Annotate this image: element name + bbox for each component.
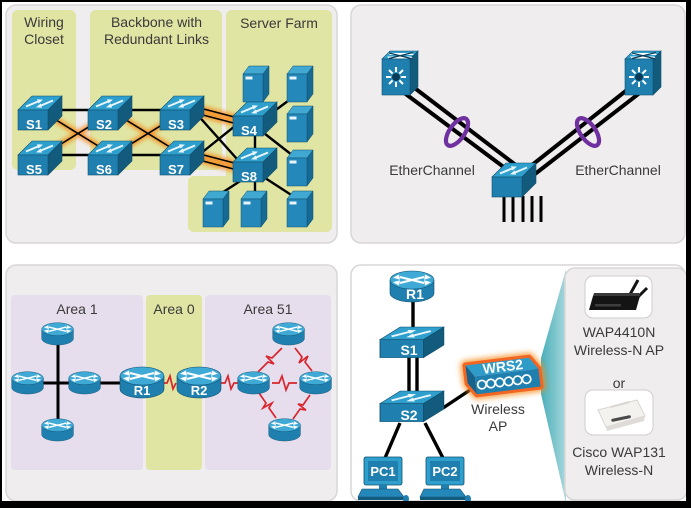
area1-router-center: [68, 371, 102, 395]
etherchannel-ring-right-icon: [574, 116, 602, 148]
area0-label: Area 0: [153, 301, 195, 317]
switch-s2-label: S2: [400, 407, 417, 423]
callout-option1-name: WAP4410N: [582, 324, 656, 340]
switch-s4-label: S4: [241, 123, 258, 138]
switch-s7-label: S7: [168, 162, 184, 177]
area51-router-bottom: [268, 418, 302, 442]
switch-s1-label: S1: [26, 117, 42, 132]
serial-r1-r2: [164, 373, 177, 392]
callout-option2-desc: Wireless-N: [584, 462, 654, 478]
router-r2-label: R2: [191, 383, 208, 398]
pc1-label: PC1: [370, 464, 395, 479]
area51-label: Area 51: [243, 301, 293, 317]
switch-s1-label: S1: [400, 342, 417, 358]
callout-separator: or: [612, 375, 626, 391]
wireless-ap-caption: Wireless AP: [471, 401, 525, 434]
wap131-photo: [584, 389, 654, 436]
area1-router-top: [41, 322, 75, 346]
pc2-label: PC2: [432, 464, 457, 479]
etherchannel-panel: [350, 4, 686, 244]
etherchannel-ring-left-icon: [443, 116, 471, 148]
ospf-areas-diagram: R1 R2: [5, 264, 338, 502]
frame-border-bottom: [0, 501, 691, 508]
switch-s8-label: S8: [241, 169, 257, 184]
serial-top-right: [294, 347, 313, 372]
area51-router-right: [299, 371, 333, 395]
serial-bottom-right: [292, 394, 311, 420]
router-r1-label: R1: [406, 286, 424, 302]
area1-router-bottom: [41, 418, 75, 442]
area1-router-left: [11, 371, 45, 395]
wap4410n-photo: [584, 275, 653, 319]
multilayer-switch-left: [381, 50, 419, 96]
frame-border-left: [0, 0, 2, 508]
area0-zone: [146, 295, 202, 470]
serial-left-bottom: [258, 392, 277, 419]
wireless-ap-diagram: WRS2 R1 S1 S2 PC1 PC2: [350, 264, 688, 504]
etherchannel-diagram: [350, 4, 686, 244]
callout-option2-name: Cisco WAP131: [572, 444, 666, 460]
switch-s5-label: S5: [26, 162, 42, 177]
server-farm-zone-label: Server Farm: [240, 15, 318, 31]
callout-option1-desc: Wireless-N AP: [573, 342, 665, 358]
area51-router-left: [237, 371, 271, 395]
switch-s3-label: S3: [168, 117, 184, 132]
area51-router-top: [272, 322, 306, 346]
campus-lan-diagram: S1 S2 S3 S5 S6 S7 S4 S8: [5, 4, 338, 244]
router-r1-label: R1: [134, 383, 151, 398]
etherchannel-label-right: EtherChannel: [575, 162, 661, 178]
area1-label: Area 1: [56, 301, 98, 317]
frame-border-right: [686, 0, 691, 508]
serial-left-top: [257, 347, 283, 373]
frame-border-top: [0, 0, 691, 2]
serial-link-zigzags: [164, 347, 313, 420]
wireless-ap-icon: WRS2: [460, 352, 546, 400]
switch-s2-label: S2: [96, 117, 112, 132]
access-port-links: [502, 196, 543, 222]
switch-s6-label: S6: [96, 162, 112, 177]
serial-left-right: [272, 373, 297, 393]
wiring-closet-zone-label: Wiring Closet: [24, 14, 64, 47]
wireless-ap-label: WRS2: [482, 356, 524, 377]
callout-beam: [541, 269, 566, 503]
etherchannel-label-left: EtherChannel: [389, 162, 475, 178]
multilayer-switch-right: [624, 50, 662, 96]
backbone-zone-label: Backbone with Redundant Links: [103, 14, 210, 47]
serial-r2-area51: [221, 373, 238, 392]
